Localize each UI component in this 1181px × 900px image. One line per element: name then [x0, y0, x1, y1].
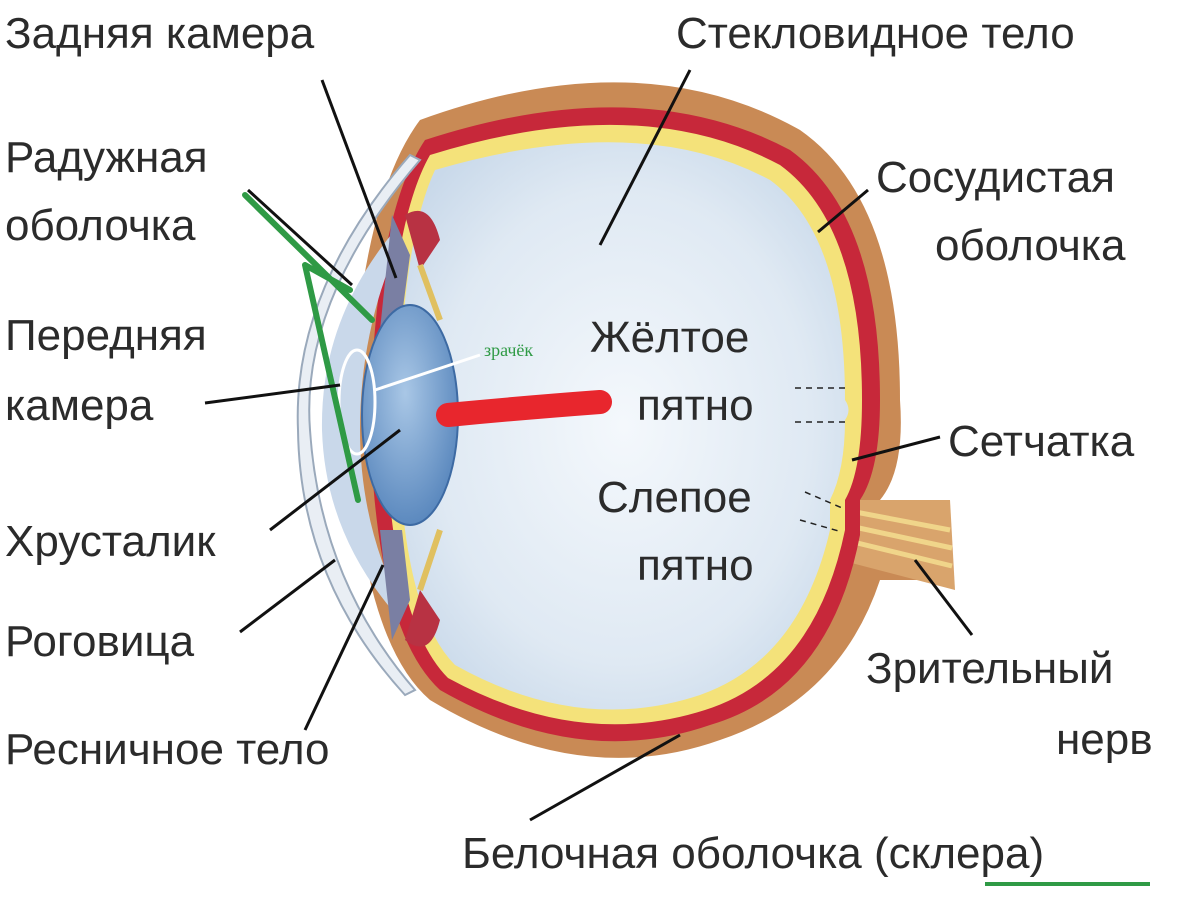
label-sclera-suffix: ): [1029, 829, 1044, 878]
label-macula-line1: Жёлтое: [590, 313, 749, 362]
leader-anterior-chamber: [204, 383, 341, 405]
anterior-chamber-shape: [321, 230, 400, 610]
leader-optic-nerve: [913, 559, 974, 636]
label-blind-spot-line2: пятно: [637, 541, 754, 590]
label-vitreous-body: Стекловидное тело: [676, 9, 1075, 58]
label-anterior-chamber-line2: камера: [5, 381, 154, 430]
label-choroid-line2: оболочка: [935, 221, 1126, 270]
label-iris-line2: оболочка: [5, 201, 196, 250]
leader-macula-dashes: [795, 387, 845, 423]
label-retina: Сетчатка: [948, 417, 1135, 466]
label-ciliary-body: Ресничное тело: [5, 725, 329, 774]
label-pupil-note: зрачёк: [484, 340, 533, 360]
optic-nerve-shape: [840, 500, 955, 590]
label-sclera-word: склера: [889, 829, 1030, 878]
pupil-annotation-ellipse: [337, 348, 377, 456]
label-optic-nerve-line2: нерв: [1056, 715, 1153, 764]
zonules: [417, 263, 443, 591]
leader-blind-spot-dashes: [799, 491, 843, 533]
label-choroid-line1: Сосудистая: [876, 153, 1115, 202]
leader-sclera: [529, 733, 681, 822]
leader-ciliary: [303, 564, 385, 731]
leader-posterior-chamber: [320, 79, 398, 279]
cornea-shape: [296, 153, 422, 697]
leader-retina: [851, 435, 941, 462]
label-sclera-prefix: Белочная оболочка (: [462, 829, 889, 878]
label-iris-line1: Радужная: [5, 133, 208, 182]
red-annotation-stroke: [436, 390, 612, 427]
optic-nerve-fibers: [844, 507, 953, 569]
vitreous-body: [398, 142, 849, 710]
leader-lens: [269, 428, 401, 532]
label-posterior-chamber: Задняя камера: [5, 9, 315, 58]
label-blind-spot-line1: Слепое: [597, 473, 752, 522]
green-annotation-strokes: [242, 192, 375, 503]
leader-choroid: [817, 188, 869, 234]
leader-vitreous: [598, 69, 692, 246]
label-optic-nerve-line1: Зрительный: [866, 644, 1113, 693]
label-cornea: Роговица: [5, 617, 195, 666]
label-anterior-chamber-line1: Передняя: [5, 311, 207, 360]
pupil-annotation-line: [374, 353, 481, 392]
label-lens: Хрусталик: [5, 517, 216, 566]
label-sclera: Белочная оболочка (склера): [462, 829, 1044, 878]
leader-iris: [246, 188, 354, 287]
label-macula-line2: пятно: [637, 381, 754, 430]
leader-cornea: [239, 558, 336, 634]
